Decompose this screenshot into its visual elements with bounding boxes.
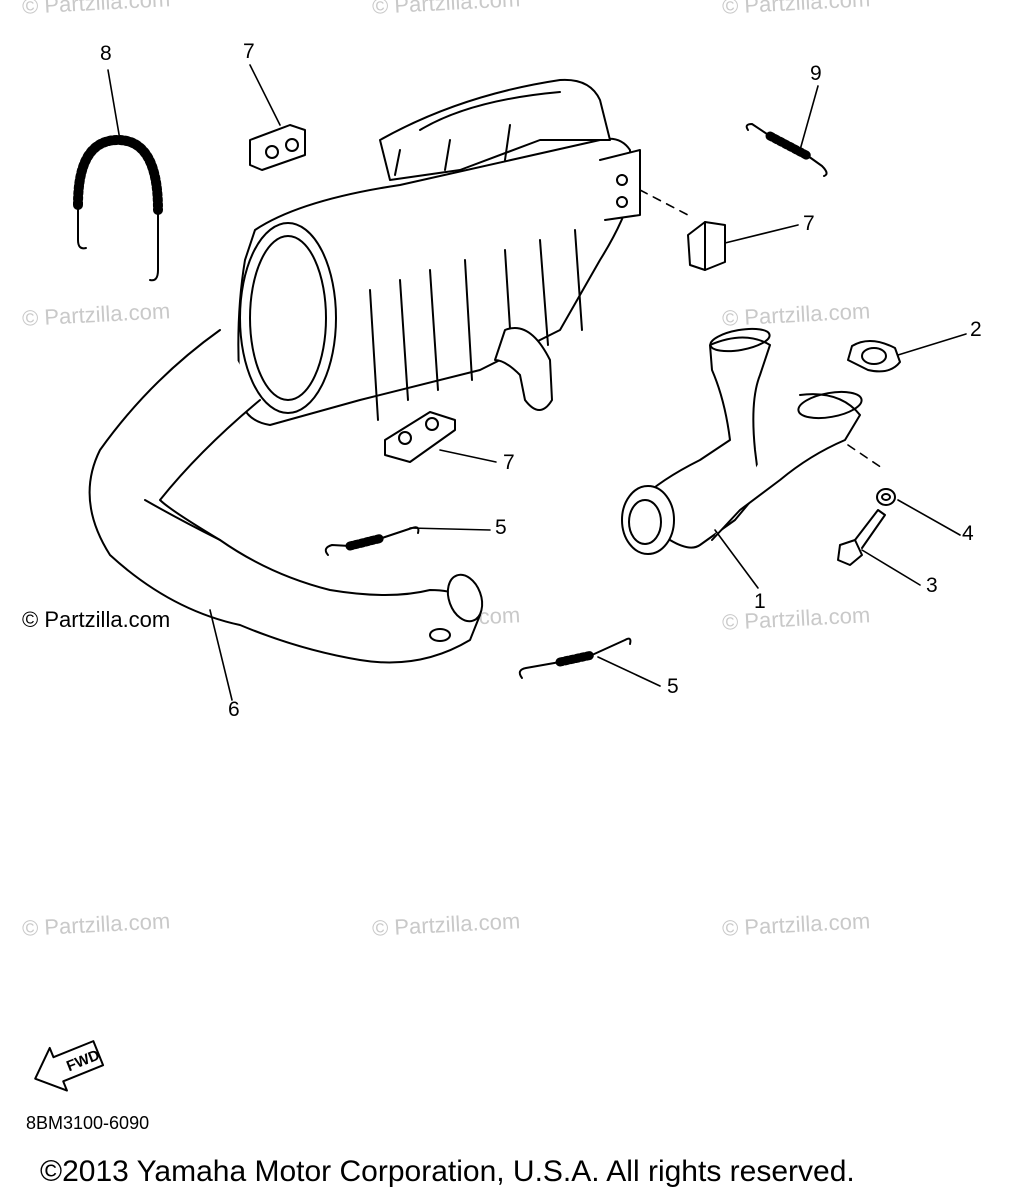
part-7-pad-upper[interactable] xyxy=(249,124,306,171)
dashed-leader xyxy=(847,444,886,471)
callout-2[interactable]: 2 xyxy=(970,318,982,341)
leader-lines xyxy=(107,64,967,701)
callout-7-right[interactable]: 7 xyxy=(803,212,815,235)
callout-7-upper[interactable]: 7 xyxy=(243,40,255,63)
callout-6[interactable]: 6 xyxy=(228,698,240,721)
part-4-washer[interactable] xyxy=(876,488,896,506)
part-6-exhaust-pipe[interactable] xyxy=(88,329,489,664)
part-8-spring[interactable] xyxy=(73,135,163,282)
watermark-strong: © Partzilla.com xyxy=(22,607,171,632)
part-7-pad-lower[interactable] xyxy=(384,411,456,463)
callout-5-upper[interactable]: 5 xyxy=(495,516,507,539)
callout-3[interactable]: 3 xyxy=(926,574,938,597)
copyright-notice: ©2013 Yamaha Motor Corporation, U.S.A. A… xyxy=(40,1155,855,1188)
fwd-arrow-icon: FWD xyxy=(34,1040,105,1092)
part-5-spring-lower[interactable] xyxy=(518,637,632,679)
callout-7-lower[interactable]: 7 xyxy=(503,451,515,474)
callout-1[interactable]: 1 xyxy=(754,590,766,613)
callout-9[interactable]: 9 xyxy=(810,62,822,85)
part-3-bolt[interactable] xyxy=(837,509,886,566)
part-2-gasket[interactable] xyxy=(847,340,901,373)
part-7-pad-right[interactable] xyxy=(687,221,726,271)
part-9-spring[interactable] xyxy=(745,123,828,177)
part-5-spring-upper[interactable] xyxy=(324,526,420,556)
dashed-leader xyxy=(639,189,689,216)
callout-5-lower[interactable]: 5 xyxy=(667,675,679,698)
diagram-code: 8BM3100-6090 xyxy=(26,1113,150,1133)
muffler[interactable] xyxy=(237,78,641,426)
part-1-header-pipe[interactable] xyxy=(621,325,864,555)
callout-8[interactable]: 8 xyxy=(100,42,112,65)
callout-4[interactable]: 4 xyxy=(962,522,974,545)
